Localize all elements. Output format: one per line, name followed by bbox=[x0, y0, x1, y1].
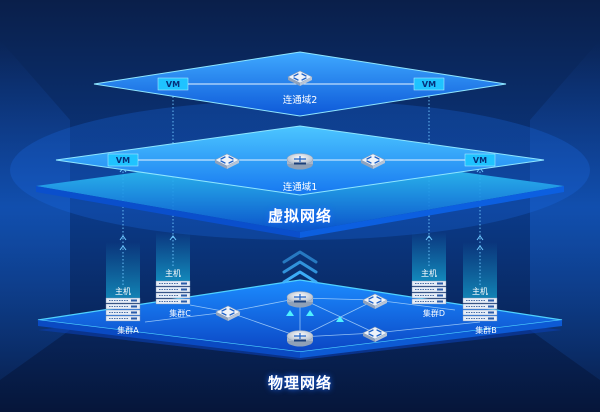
virtual-network-title: 虚拟网络 bbox=[267, 207, 332, 225]
domain-1: VM VM 连通域1 bbox=[55, 125, 545, 196]
cluster-label: 集群C bbox=[169, 308, 191, 318]
host-label: 主机 bbox=[115, 286, 131, 296]
host-label: 主机 bbox=[421, 268, 437, 278]
router-icon bbox=[286, 152, 314, 171]
host-label: 主机 bbox=[165, 268, 181, 278]
chevron-up-icon bbox=[282, 250, 318, 284]
cluster-c: 主机 集群C bbox=[155, 232, 191, 318]
router-icon bbox=[286, 290, 314, 309]
router-icon bbox=[286, 329, 314, 348]
vm-box bbox=[157, 77, 189, 91]
right-light-beam bbox=[530, 40, 600, 380]
domain-label: 连通域1 bbox=[283, 181, 318, 193]
cluster-label: 集群D bbox=[423, 308, 445, 318]
host-label: 主机 bbox=[472, 286, 488, 296]
vm-box bbox=[107, 153, 139, 167]
cluster-label: 集群B bbox=[475, 325, 497, 335]
domain-label: 连通域2 bbox=[283, 94, 318, 106]
vm-label: VM bbox=[166, 80, 180, 89]
physical-link-arrows bbox=[286, 310, 344, 322]
physical-layer bbox=[37, 279, 563, 360]
physical-network-title: 物理网络 bbox=[267, 374, 332, 392]
vm-label: VM bbox=[422, 80, 436, 89]
vm-label: VM bbox=[116, 156, 130, 165]
left-light-beam bbox=[0, 40, 70, 380]
vm-box bbox=[464, 153, 496, 167]
domain-2: VM VM 连通域2 bbox=[93, 51, 507, 117]
cluster-label: 集群A bbox=[117, 325, 139, 335]
vm-box bbox=[413, 77, 445, 91]
vm-label: VM bbox=[473, 156, 487, 165]
